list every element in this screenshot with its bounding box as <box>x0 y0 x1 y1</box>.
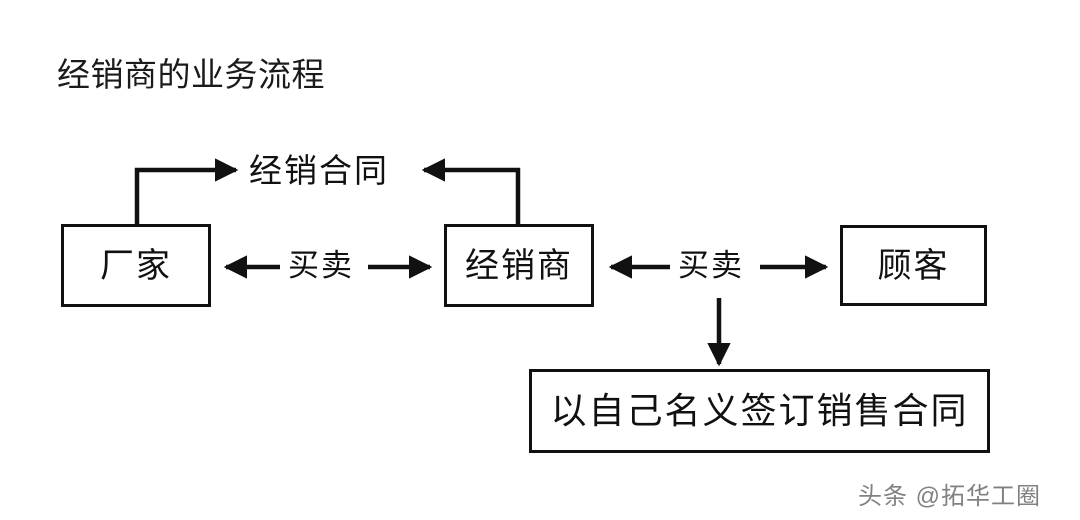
node-dealer[interactable]: 经销商 <box>444 224 594 307</box>
node-customer-label: 顾客 <box>877 246 950 285</box>
page-title: 经销商的业务流程 <box>57 56 325 93</box>
edge-label-trade-left: 买卖 <box>288 248 354 283</box>
edge-label-distribution-contract: 经销合同 <box>249 152 389 189</box>
watermark: 头条 @拓华工圈 <box>858 483 1042 510</box>
edge-dealer-to-distribution-contract <box>421 158 521 224</box>
edge-manufacturer-to-distribution-contract <box>134 158 239 224</box>
node-manufacturer[interactable]: 厂家 <box>61 224 211 307</box>
node-sales-contract[interactable]: 以自己名义签订销售合同 <box>529 369 990 453</box>
node-manufacturer-label: 厂家 <box>100 246 172 285</box>
node-customer[interactable]: 顾客 <box>840 225 987 306</box>
node-dealer-label: 经销商 <box>465 246 573 285</box>
edge-label-trade-right: 买卖 <box>678 248 744 283</box>
node-sales-contract-label: 以自己名义签订销售合同 <box>550 390 969 431</box>
